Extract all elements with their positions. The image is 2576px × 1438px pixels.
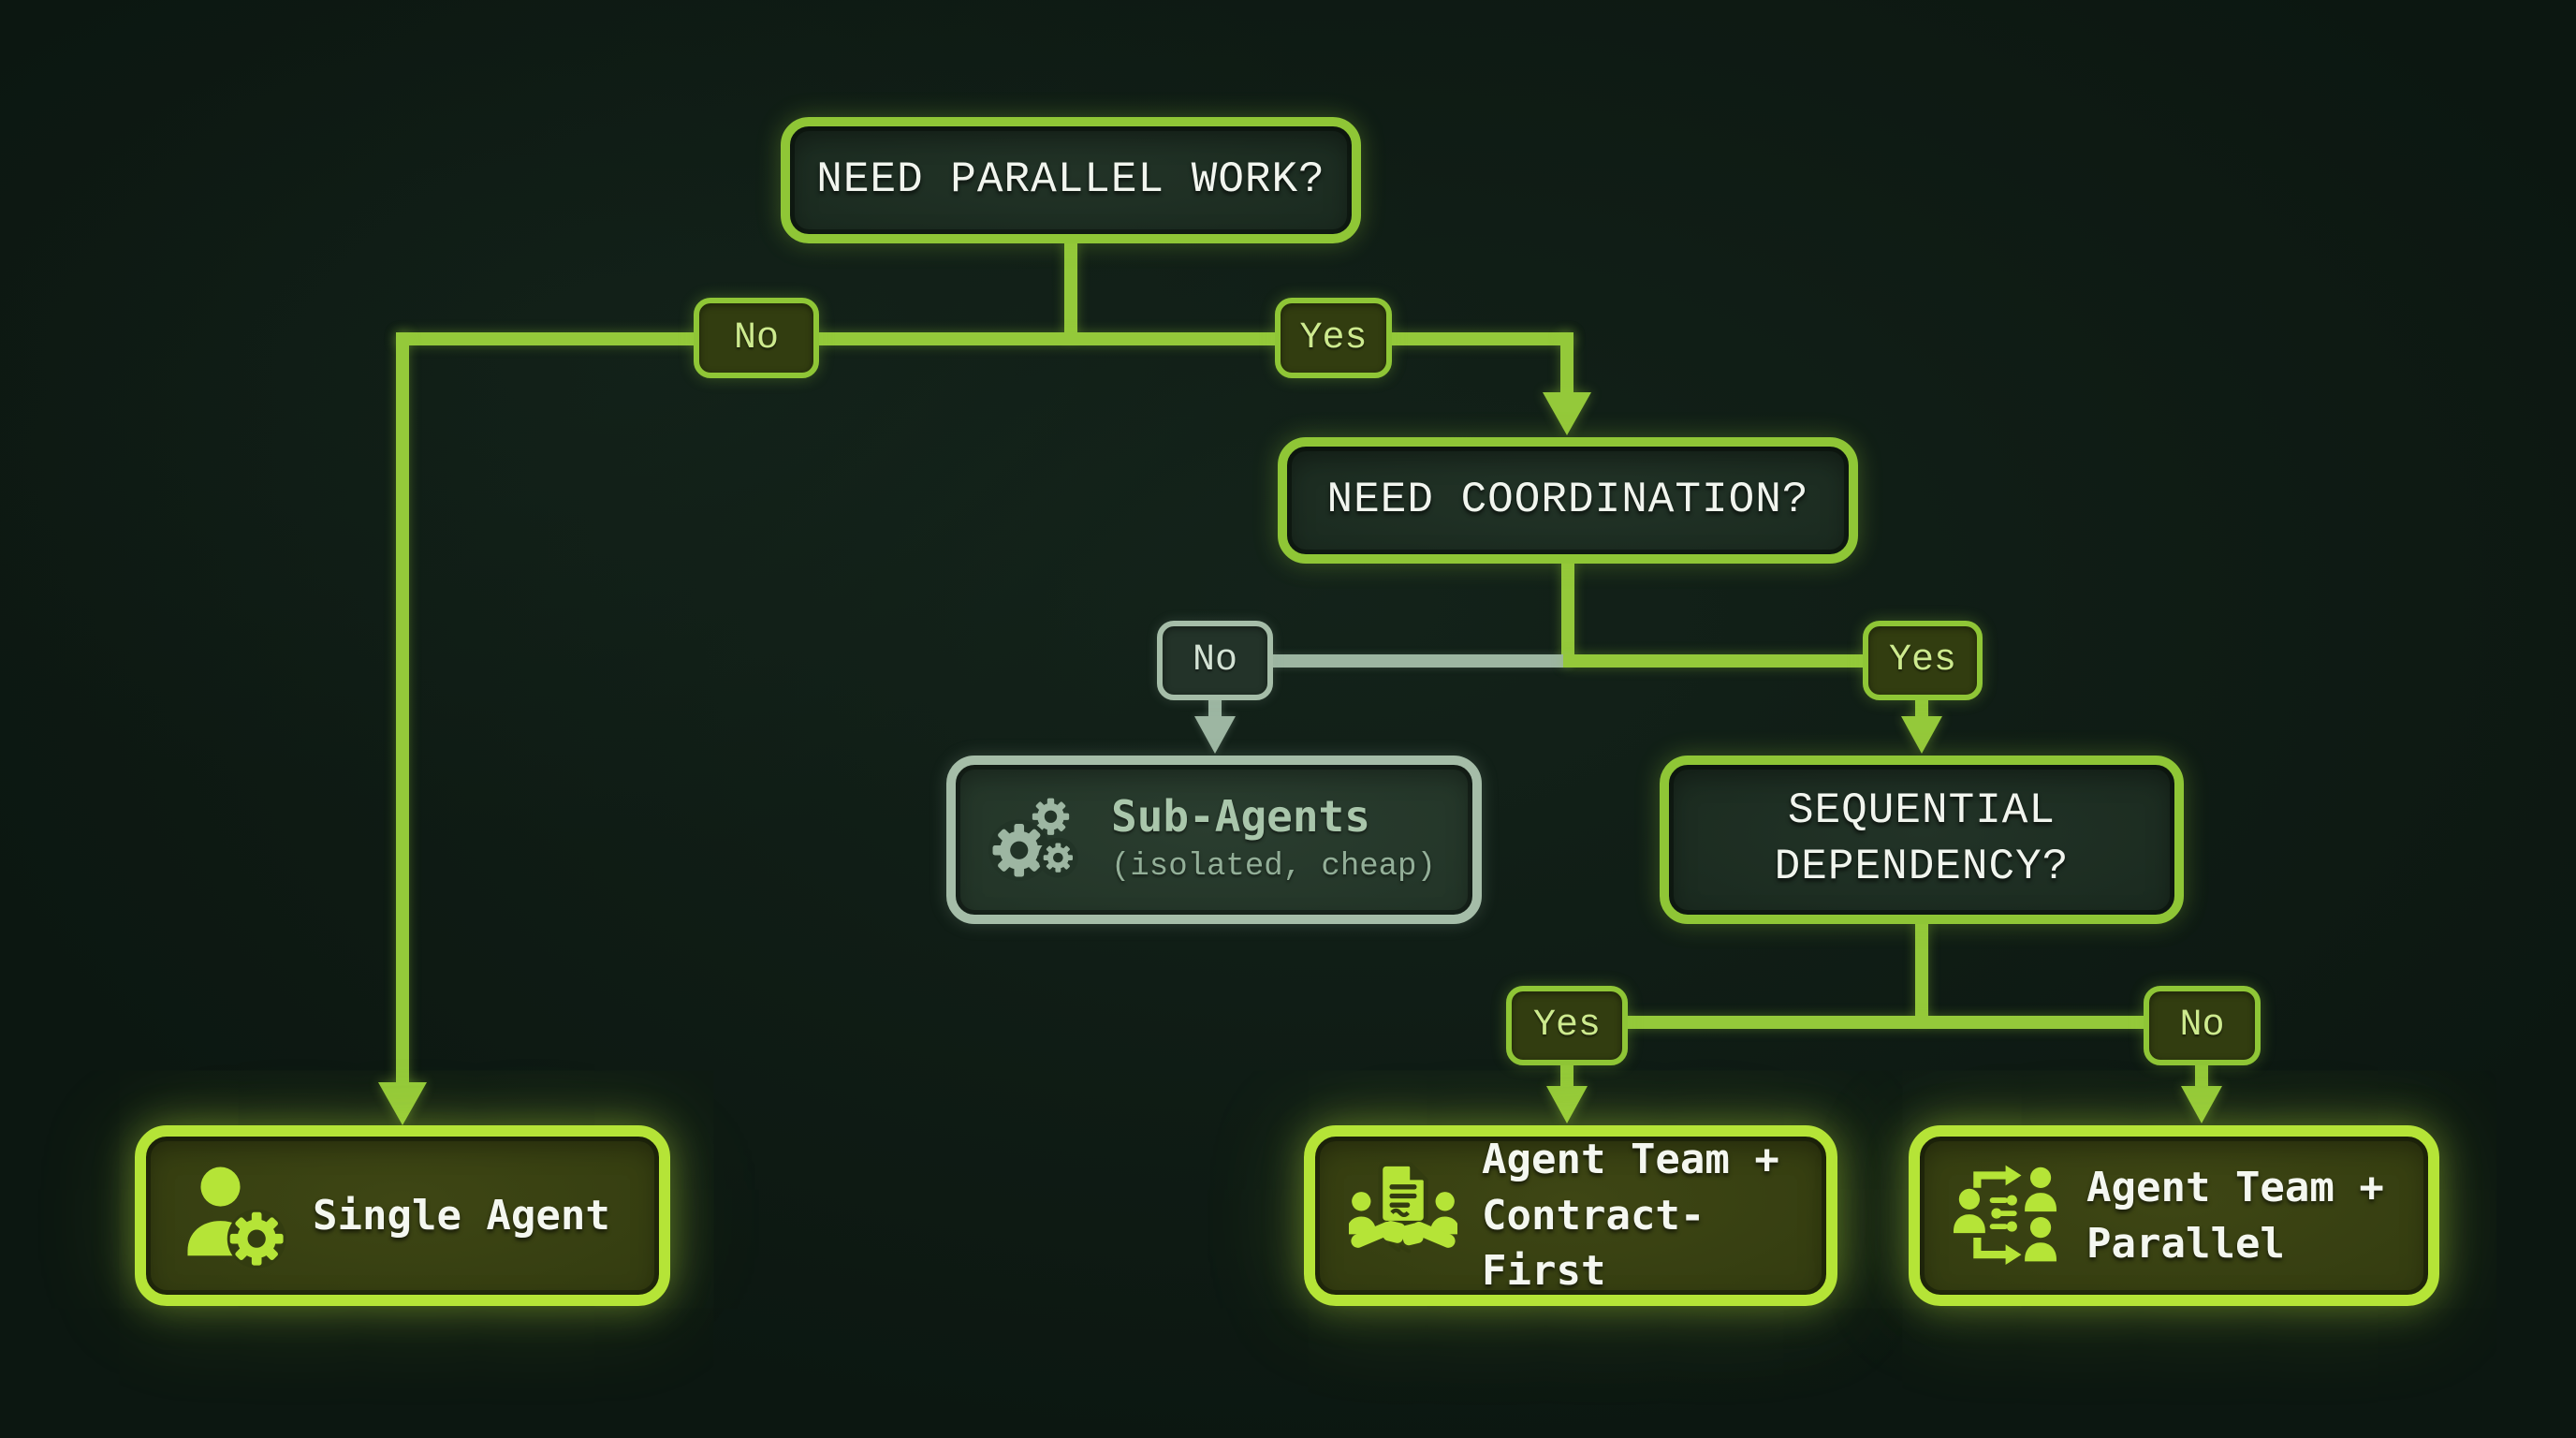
document-handshake-team-icon [1349,1161,1457,1270]
node-need-parallel-work: NEED PARALLEL WORK? [781,117,1361,243]
node-label-line1: Agent Team + [1482,1136,1779,1184]
node-sub-agents: Sub-Agents (isolated, cheap) [946,756,1482,924]
edge-label-sequential-yes: Yes [1506,986,1628,1065]
arrowhead-need-coordination [1543,392,1591,435]
node-agent-team-contract-first: Agent Team + Contract-First [1304,1125,1837,1306]
edge-label-text: No [733,316,779,360]
node-title: Sub-Agents [1111,791,1370,843]
node-label-line2: Parallel [2086,1219,2285,1268]
edge-label-coordination-yes: Yes [1863,621,1983,700]
node-label: Agent Team + Contract-First [1482,1132,1808,1299]
edge-coordination-stem [1561,560,1574,661]
edge-label-parallel-no: No [694,298,819,378]
person-gear-icon [180,1162,288,1270]
edge-yes-to-sequential-stem [1915,695,1928,721]
node-single-agent: Single Agent [135,1125,670,1306]
edge-label-text: Yes [1299,316,1368,360]
node-label: NEED PARALLEL WORK? [816,154,1325,204]
edge-label-parallel-yes: Yes [1275,298,1392,378]
edge-label-text: No [1192,639,1237,682]
edge-yes-to-coordination-line [1560,332,1573,398]
edge-coordination-yes-line [1563,654,1928,668]
node-subtitle: (isolated, cheap) [1111,848,1436,885]
edge-label-text: Yes [1532,1005,1601,1047]
edge-parallel-stem [1064,240,1077,339]
arrowhead-contract-first [1546,1086,1588,1123]
edge-yes-to-contract-stem [1560,1060,1573,1086]
node-label-line2: Contract-First [1482,1191,1705,1296]
team-fanout-arrows-icon [1954,1162,2062,1270]
edge-label-sequential-no: No [2144,986,2261,1065]
node-label-line1: Agent Team + [2086,1164,2384,1212]
node-label: Single Agent [313,1191,610,1240]
node-agent-team-parallel: Agent Team + Parallel [1909,1125,2439,1306]
sub-agents-text: Sub-Agents (isolated, cheap) [1111,793,1436,886]
edge-parallel-branch-line [396,332,1573,345]
edge-no-to-parallel-stem [2195,1060,2208,1086]
edge-label-text: Yes [1888,639,1956,682]
node-label: NEED COORDINATION? [1326,475,1809,524]
node-label-line2: DEPENDENCY? [1774,843,2070,891]
arrowhead-single-agent [378,1082,427,1125]
arrowhead-sequential-dependency [1901,716,1942,754]
edge-label-text: No [2179,1005,2225,1047]
arrowhead-sub-agents [1194,716,1236,754]
edge-no-to-subagents-stem [1208,695,1222,721]
arrowhead-team-parallel [2181,1086,2222,1123]
gears-icon [988,789,1089,890]
edge-label-coordination-no: No [1157,621,1273,700]
edge-sequential-stem [1915,920,1928,1022]
node-need-coordination: NEED COORDINATION? [1278,437,1858,564]
node-label: Agent Team + Parallel [2086,1160,2384,1271]
edge-no-to-single-agent-line [396,332,409,1091]
node-sequential-dependency: SEQUENTIAL DEPENDENCY? [1660,756,2184,924]
node-label-line1: SEQUENTIAL [1787,786,2056,836]
edge-sequential-branch-line [1561,1016,2208,1029]
edge-coordination-no-line [1215,654,1571,668]
